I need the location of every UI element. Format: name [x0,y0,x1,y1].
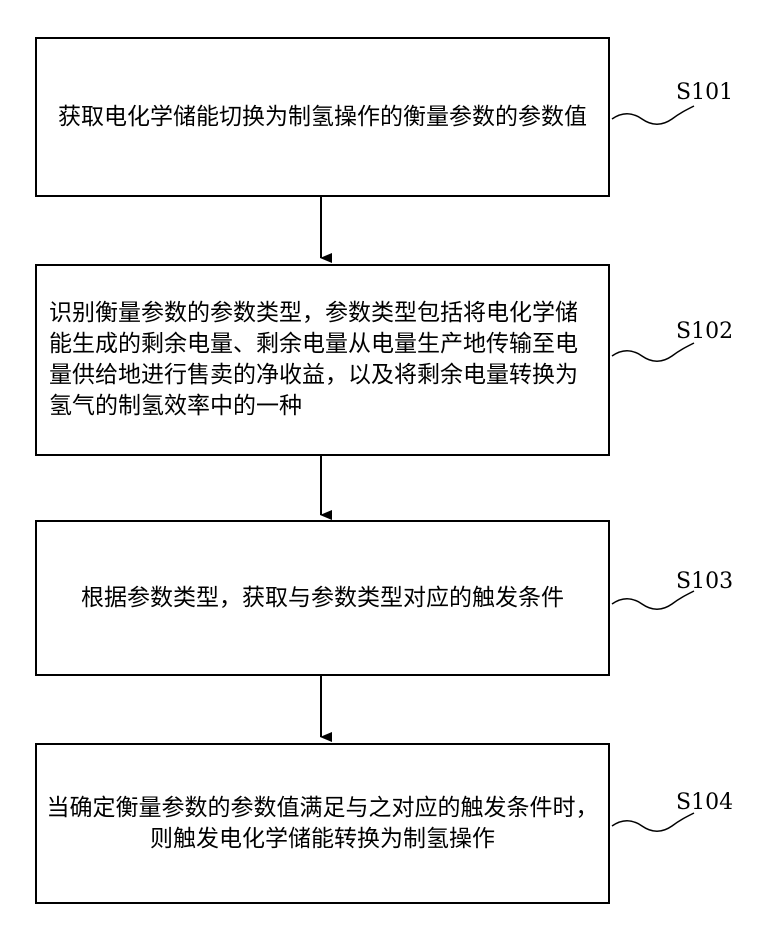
step-text-s104: 当确定衡量参数的参数值满足与之对应的触发条件时，则触发电化学储能转换为制氢操作 [37,793,608,855]
step-box-s102: 识别衡量参数的参数类型，参数类型包括将电化学储能生成的剩余电量、剩余电量从电量生… [35,264,610,456]
step-box-s101: 获取电化学储能切换为制氢操作的衡量参数的参数值 [35,37,610,197]
step-text-s103: 根据参数类型，获取与参数类型对应的触发条件 [37,583,608,614]
step-text-s101: 获取电化学储能切换为制氢操作的衡量参数的参数值 [37,102,608,133]
step-box-s103: 根据参数类型，获取与参数类型对应的触发条件 [35,520,610,676]
leader-line-s101 [612,106,694,124]
step-box-s104: 当确定衡量参数的参数值满足与之对应的触发条件时，则触发电化学储能转换为制氢操作 [35,743,610,904]
leader-line-s102 [612,343,694,361]
step-label-s103: S103 [676,569,733,594]
step-text-s102: 识别衡量参数的参数类型，参数类型包括将电化学储能生成的剩余电量、剩余电量从电量生… [37,298,608,422]
leader-line-s104 [612,813,694,831]
step-label-s102: S102 [676,319,733,344]
step-label-s101: S101 [676,80,733,105]
step-label-s104: S104 [676,790,733,815]
